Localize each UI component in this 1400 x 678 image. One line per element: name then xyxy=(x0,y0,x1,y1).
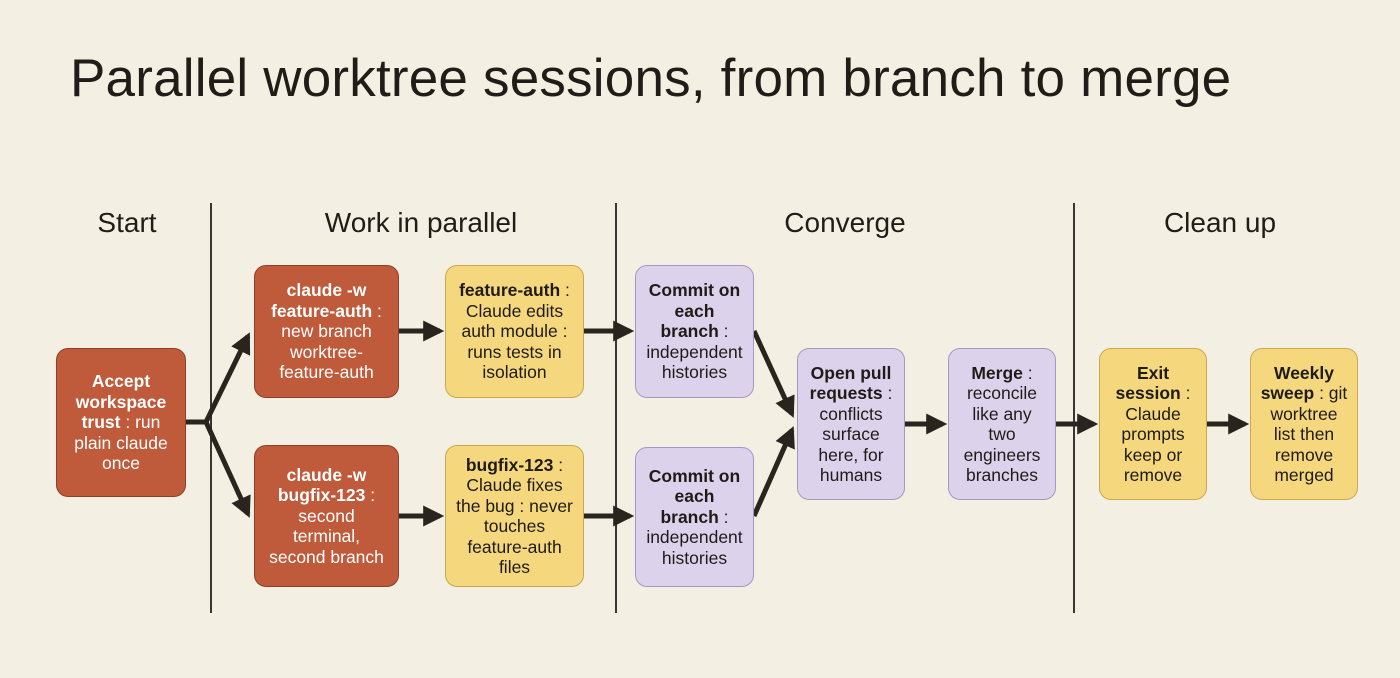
node-weekly-sweep: Weekly sweep : git worktree list then re… xyxy=(1250,348,1358,500)
node-sep: : xyxy=(1180,383,1191,403)
node-sep: : xyxy=(882,383,893,403)
node-bold: Weekly sweep xyxy=(1260,362,1334,404)
node-bold: claude -w feature-auth xyxy=(271,280,373,321)
phase-divider xyxy=(1073,203,1075,613)
node-merge: Merge : reconcile like any two engineers… xyxy=(948,348,1056,500)
node-text: second terminal, second branch xyxy=(269,505,384,567)
node-sep: : xyxy=(718,506,729,527)
node-bold: Accept workspace trust xyxy=(75,371,167,433)
phase-label-converge: Converge xyxy=(784,207,906,238)
node-edit-bugfix: bugfix-123 : Claude fixes the bug : neve… xyxy=(445,445,584,587)
node-text: run plain claude once xyxy=(74,412,168,474)
node-bold: bugfix-123 xyxy=(465,454,554,475)
node-text: new branch worktree-feature-auth xyxy=(279,321,374,383)
node-cmd-feature-auth: claude -w feature-auth : new branch work… xyxy=(254,265,399,398)
node-bold: Merge xyxy=(971,362,1023,383)
node-text: Claude fixes the bug : never touches fea… xyxy=(456,475,573,577)
arrow-commit-top-to-pull xyxy=(751,329,795,418)
node-bold: claude -w bugfix-123 xyxy=(277,464,367,506)
phase-label-cleanup: Clean up xyxy=(1163,207,1277,238)
node-text: independent histories xyxy=(646,527,743,568)
arrow-accept-to-bugfix xyxy=(203,420,251,518)
node-text: Claude edits auth module : runs tests in… xyxy=(461,300,568,383)
node-text: conflicts surface here, for humans xyxy=(818,403,884,486)
node-accept-trust: Accept workspace trust : run plain claud… xyxy=(56,348,186,497)
node-commit-bottom: Commit on each branch : independent hist… xyxy=(635,447,754,587)
node-text: Claude prompts keep or remove xyxy=(1121,403,1185,486)
node-sep: : xyxy=(553,454,564,475)
node-exit-session: Exit session : Claude prompts keep or re… xyxy=(1099,348,1207,500)
node-sep: : xyxy=(1022,362,1033,383)
diagram-title: Parallel worktree sessions, from branch … xyxy=(70,49,1232,108)
arrow-commit-bottom-to-pull xyxy=(751,426,795,518)
node-text: independent histories xyxy=(646,341,743,383)
arrow-accept-to-feature xyxy=(186,332,251,425)
phase-label-start: Start xyxy=(97,207,157,238)
node-bold: Commit on each branch xyxy=(648,465,741,527)
node-bold: Exit session xyxy=(1115,362,1181,404)
phase-divider xyxy=(615,203,617,613)
node-open-pull-requests: Open pull requests : conflicts surface h… xyxy=(797,348,905,500)
node-sep: : xyxy=(560,280,570,301)
node-bold: Commit on each branch xyxy=(648,280,741,342)
phase-label-work: Work in parallel xyxy=(324,207,518,238)
node-sep: : xyxy=(1314,383,1329,403)
node-sep: : xyxy=(372,300,382,321)
node-text: git worktree list then remove merged xyxy=(1270,383,1348,485)
node-sep: : xyxy=(718,321,729,342)
node-text: reconcile like any two engineers branche… xyxy=(963,383,1041,485)
node-commit-top: Commit on each branch : independent hist… xyxy=(635,265,754,398)
node-edit-feature-auth: feature-auth : Claude edits auth module … xyxy=(445,265,584,398)
node-sep: : xyxy=(365,485,376,506)
node-sep: : xyxy=(120,412,136,433)
node-bold: Open pull requests xyxy=(809,362,892,404)
node-bold: feature-auth xyxy=(459,280,561,301)
node-cmd-bugfix: claude -w bugfix-123 : second terminal, … xyxy=(254,445,399,587)
